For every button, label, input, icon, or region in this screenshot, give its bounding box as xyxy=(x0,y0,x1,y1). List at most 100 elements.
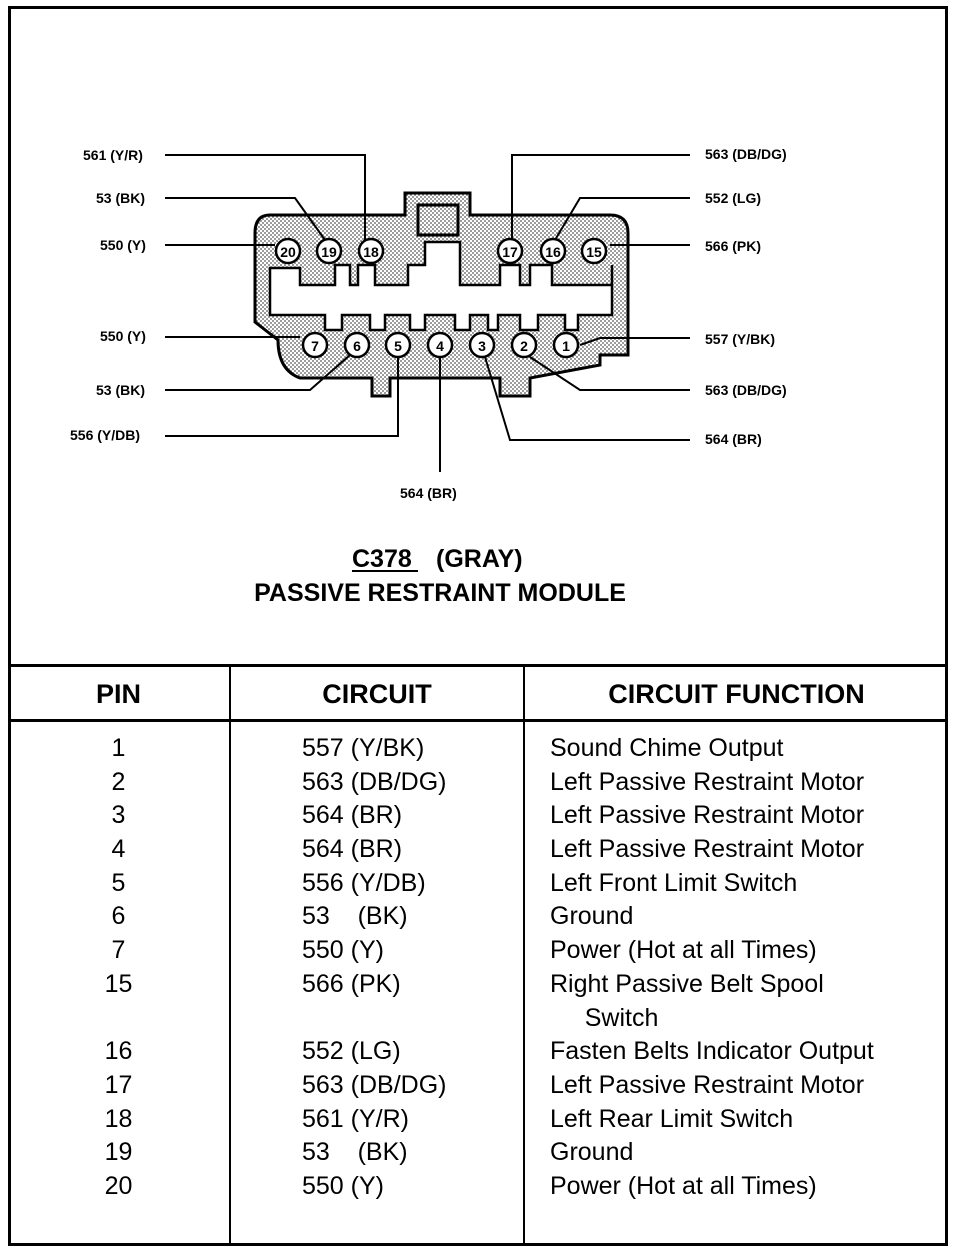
pin-number: 4 xyxy=(436,338,444,354)
table-circuit-cell: 550 (Y) xyxy=(302,1171,384,1200)
pin-number: 2 xyxy=(520,338,528,354)
table-pin-cell: 7 xyxy=(111,936,126,965)
table-function-cell: Left Passive Restraint Motor xyxy=(550,801,865,830)
pin-15: 15 xyxy=(580,237,608,265)
pin-7: 7 xyxy=(301,331,329,359)
callout-pin-6: 53 (BK) xyxy=(96,382,145,398)
callout-pin-15: 566 (PK) xyxy=(705,238,761,254)
column-divider-1 xyxy=(229,664,231,1246)
callout-pin-2: 563 (DB/DG) xyxy=(705,382,787,398)
table-pin-cell: 6 xyxy=(111,902,126,931)
table-function-cell: Left Passive Restraint Motor xyxy=(550,767,865,796)
table-pin-cell: 3 xyxy=(111,801,126,830)
table-circuit-cell: 564 (BR) xyxy=(302,835,403,864)
pin-6: 6 xyxy=(343,331,371,359)
table-function-cell: Ground xyxy=(550,1138,634,1167)
pin-19: 19 xyxy=(315,237,343,265)
table-circuit-cell: 557 (Y/BK) xyxy=(302,734,425,762)
pin-number: 15 xyxy=(586,244,602,260)
pin-number: 7 xyxy=(311,338,319,354)
table-pin-cell: 2 xyxy=(111,767,126,796)
callout-pin-4: 564 (BR) xyxy=(400,485,457,501)
table-circuit-cell: 564 (BR) xyxy=(302,801,403,830)
table-pin-cell: 15 xyxy=(104,969,133,998)
pin-4: 4 xyxy=(426,331,454,359)
table-circuit-cell: 53 (BK) xyxy=(302,1138,408,1167)
circuit-column: 557 (Y/BK) 563 (DB/DG) 564 (BR) 564 (BR) 556… xyxy=(302,732,517,1204)
connector-body xyxy=(253,191,630,398)
pin-number: 18 xyxy=(363,244,379,260)
pin-18: 18 xyxy=(357,237,385,265)
table-circuit-cell: 552 (LG) xyxy=(302,1037,401,1066)
pin-number: 19 xyxy=(321,244,337,260)
header-circuit-function: CIRCUIT FUNCTION xyxy=(608,678,865,709)
pin-17: 17 xyxy=(496,237,524,265)
table-function-cell: Left Rear Limit Switch xyxy=(550,1104,794,1133)
pin-2: 2 xyxy=(510,331,538,359)
pin-5: 5 xyxy=(384,331,412,359)
table-pin-cell: 19 xyxy=(104,1138,133,1167)
pin-20: 20 xyxy=(274,237,302,265)
table-function-cell: Fasten Belts Indicator Output xyxy=(550,1037,874,1066)
pin-16: 16 xyxy=(539,237,567,265)
table-function-cell: Left Passive Restraint Motor xyxy=(550,1070,865,1099)
table-function-cell: Left Passive Restraint Motor xyxy=(550,835,865,864)
pin-group: 20 19 18 17 16 15 7 6 5 4 3 2 1 xyxy=(274,237,608,359)
table-pin-cell: 16 xyxy=(104,1037,133,1066)
pin-number: 5 xyxy=(394,338,402,354)
connector-id: C378 xyxy=(352,545,412,573)
pin-number: 17 xyxy=(502,244,518,260)
header-circuit: CIRCUIT xyxy=(322,678,432,709)
table-circuit-cell: 561 (Y/R) xyxy=(302,1104,409,1133)
pin-number: 6 xyxy=(353,338,361,354)
callout-labels: 561 (Y/R) 53 (BK) 550 (Y) 563 (DB/DG) 55… xyxy=(70,146,787,501)
callout-pin-1: 557 (Y/BK) xyxy=(705,331,775,347)
pin-number: 16 xyxy=(545,244,561,260)
callout-pin-3: 564 (BR) xyxy=(705,431,762,447)
table-circuit-cell: 563 (DB/DG) xyxy=(302,767,447,796)
page-frame xyxy=(8,6,948,1246)
table-function-cell: Right Passive Belt Spool xyxy=(550,969,824,998)
table-pin-cell: 20 xyxy=(104,1171,133,1200)
pin-number: 20 xyxy=(280,244,296,260)
callout-pin-19: 53 (BK) xyxy=(96,190,145,206)
pin-1: 1 xyxy=(552,331,580,359)
table-function-cell: Power (Hot at all Times) xyxy=(550,1171,817,1200)
connector-diagram: 20 19 18 17 16 15 7 6 5 4 3 2 1 561 (Y/R… xyxy=(70,146,787,607)
callout-pin-5: 556 (Y/DB) xyxy=(70,427,140,443)
table-function-cell: Ground xyxy=(550,902,634,931)
callout-pin-17: 563 (DB/DG) xyxy=(705,146,787,162)
table-circuit-cell: 566 (PK) xyxy=(302,969,401,998)
table-function-cell: Sound Chime Output xyxy=(550,734,784,762)
connector-title: C378 (GRAY) PASSIVE RESTRAINT MODULE xyxy=(254,545,626,607)
pin-number: 3 xyxy=(478,338,486,354)
table-header-rule xyxy=(8,719,948,722)
table-pin-cell xyxy=(8,1002,229,1036)
table-circuit-cell: 53 (BK) xyxy=(302,902,408,931)
table-circuit-cell: 556 (Y/DB) xyxy=(302,868,426,897)
connector-name: PASSIVE RESTRAINT MODULE xyxy=(254,579,626,607)
table-function-cell: Left Front Limit Switch xyxy=(550,868,798,897)
table-function-cell: Switch xyxy=(550,1003,659,1032)
table-circuit-cell xyxy=(302,1002,517,1036)
pin-number: 1 xyxy=(562,338,570,354)
table-pin-cell: 4 xyxy=(111,835,126,864)
table-circuit-cell: 550 (Y) xyxy=(302,936,384,965)
connector-color: (GRAY) xyxy=(436,545,523,573)
column-divider-2 xyxy=(523,664,525,1246)
table-function-cell: Power (Hot at all Times) xyxy=(550,936,817,965)
table-top-rule xyxy=(8,664,948,667)
pin-column: 1 2 3 4 5 6 7 15 16 17 18 19 20 xyxy=(8,732,239,1204)
callout-pin-16: 552 (LG) xyxy=(705,190,761,206)
leader-lines xyxy=(165,154,690,472)
callout-pin-7: 550 (Y) xyxy=(100,328,146,344)
table-pin-cell: 5 xyxy=(111,868,126,897)
callout-pin-20: 550 (Y) xyxy=(100,237,146,253)
header-pin: PIN xyxy=(95,678,141,709)
table-pin-cell: 1 xyxy=(111,734,126,762)
table-pin-cell: 17 xyxy=(104,1070,133,1099)
pin-3: 3 xyxy=(468,331,496,359)
table-pin-cell: 18 xyxy=(104,1104,133,1133)
table-circuit-cell: 563 (DB/DG) xyxy=(302,1070,447,1099)
